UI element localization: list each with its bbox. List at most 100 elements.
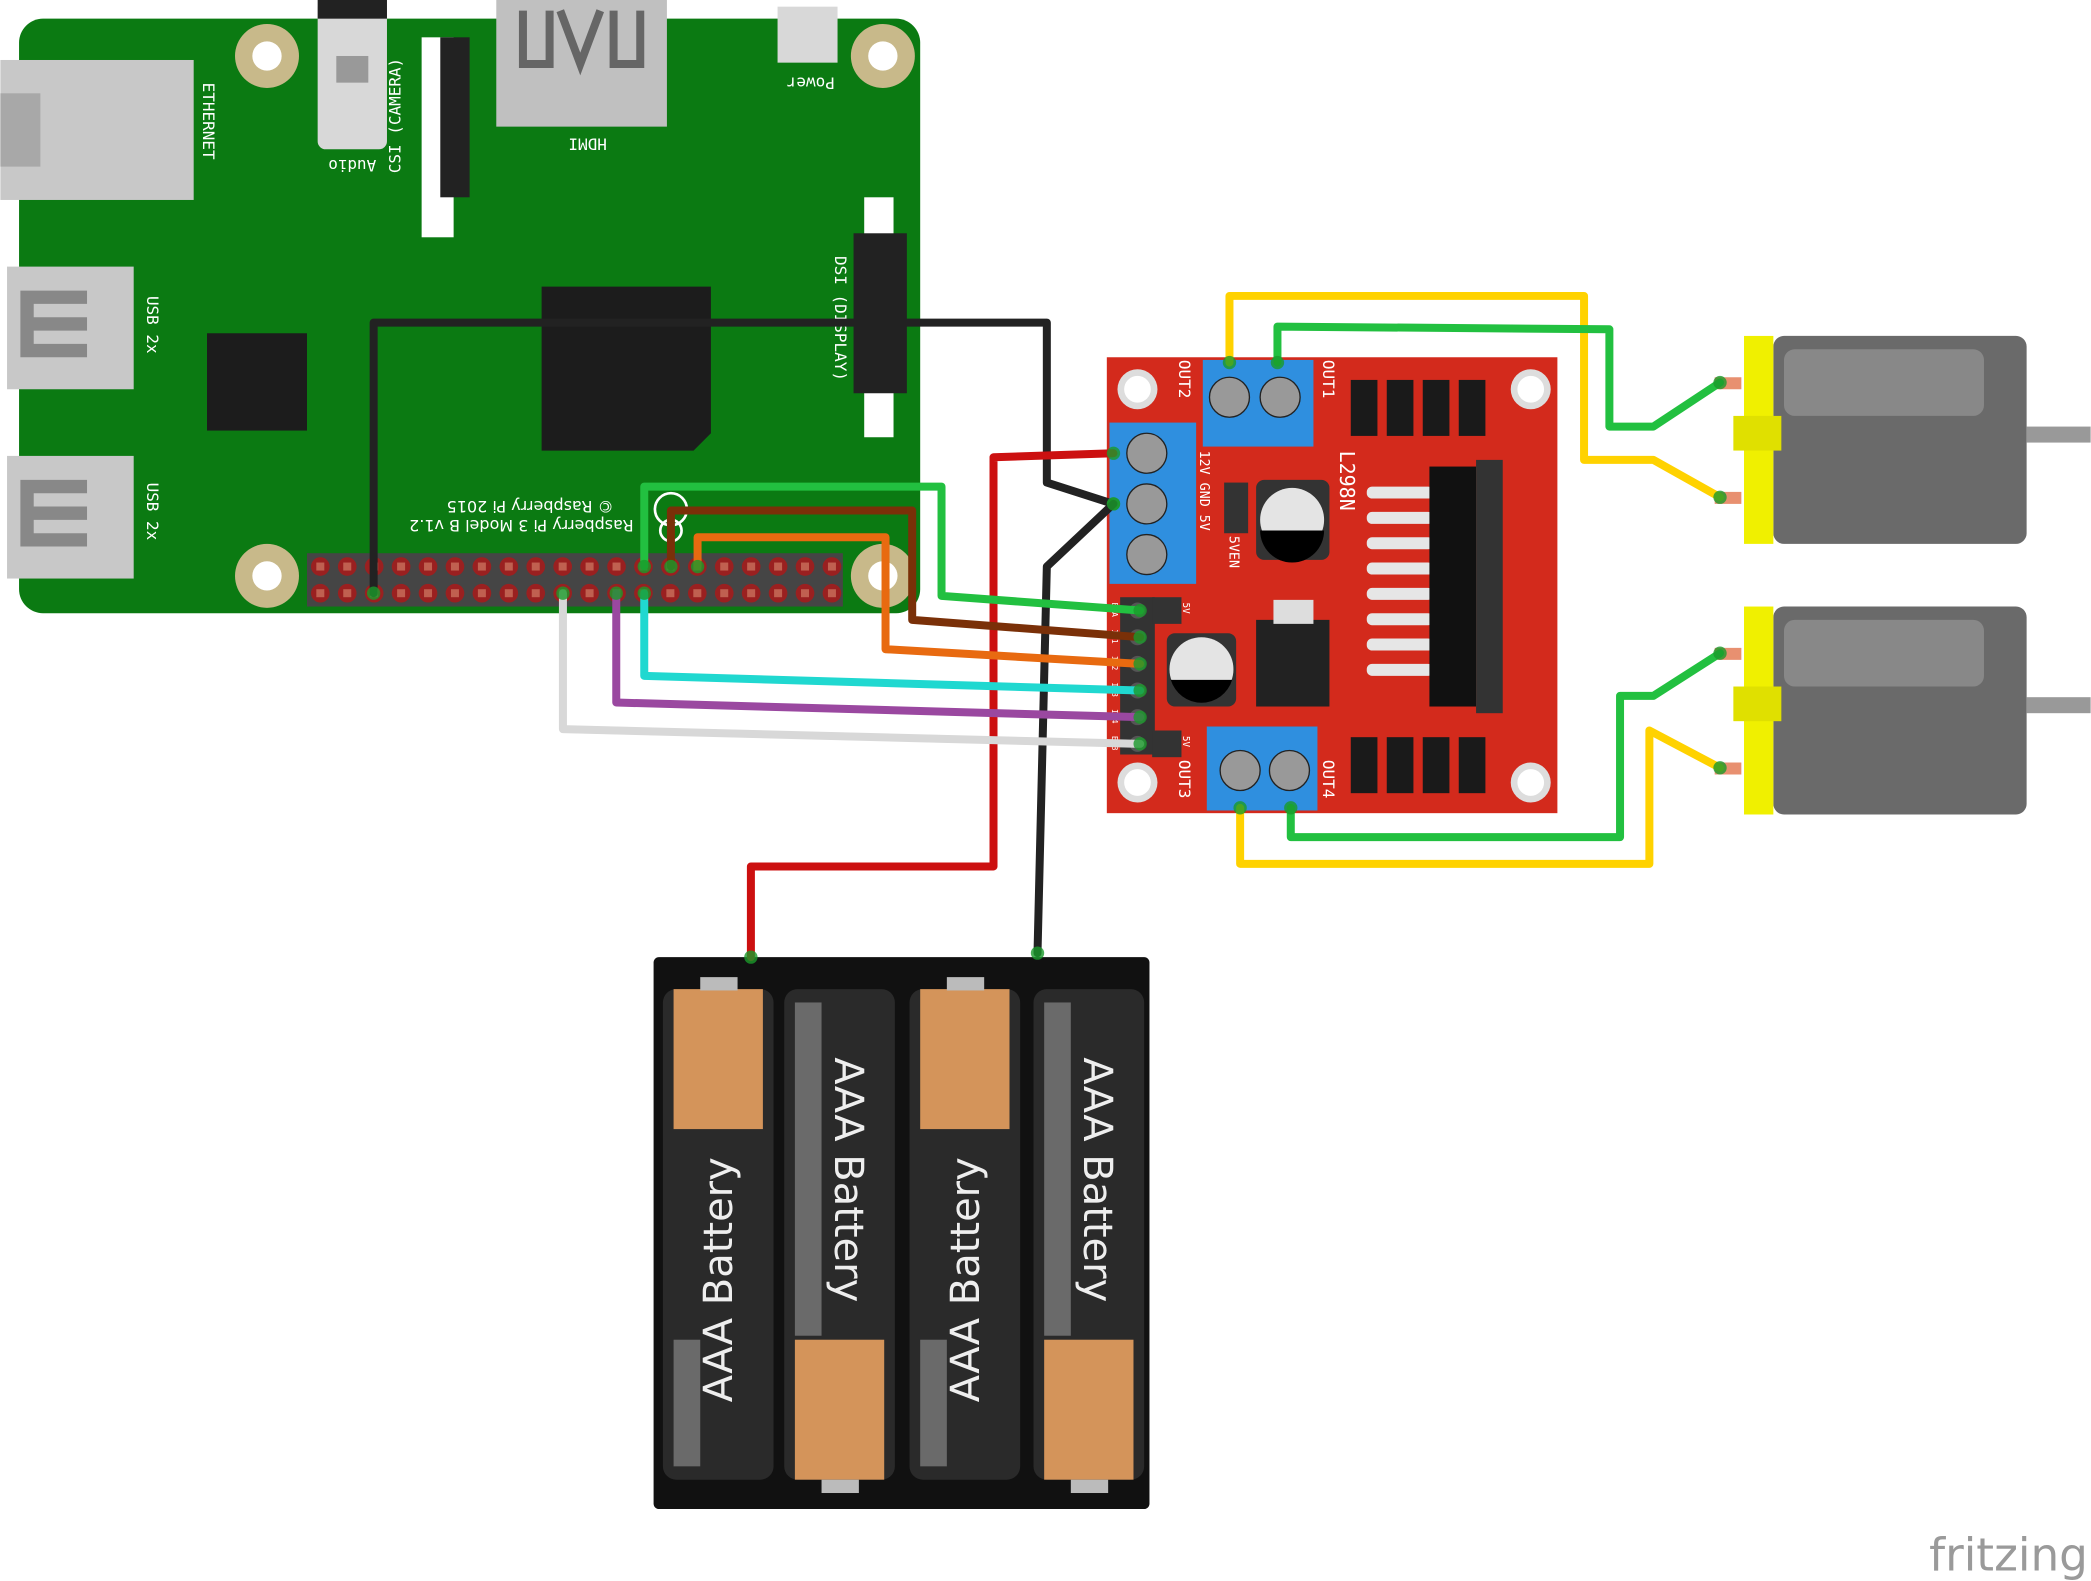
chip-leg (1366, 587, 1434, 600)
wire-endpoint[interactable] (1713, 761, 1727, 775)
usb-port (7, 266, 134, 390)
hdmi-label: HDMI (568, 135, 607, 154)
yellow-wire[interactable] (1236, 726, 1725, 868)
wire-endpoint[interactable] (1106, 497, 1121, 511)
gpio-pin-pad (612, 562, 621, 571)
wire-endpoint[interactable] (366, 586, 381, 600)
green-wire[interactable] (1273, 322, 1725, 431)
dc-motor (1714, 335, 2091, 544)
wire-endpoint[interactable] (1713, 490, 1727, 504)
brown-wire[interactable] (666, 506, 1145, 642)
wire-endpoint[interactable] (637, 559, 651, 574)
chip-leg (1366, 537, 1434, 550)
wire-endpoint[interactable] (1133, 737, 1147, 751)
dsi-connector (853, 197, 907, 438)
yellow-wire[interactable] (1225, 291, 1725, 502)
gpio-pin-pad (720, 589, 729, 598)
soc-chip (541, 286, 711, 451)
gpio-pin-pad (424, 589, 433, 598)
battery-terminal (1070, 1479, 1109, 1494)
jumper-5ven (1224, 482, 1249, 534)
wire-endpoint[interactable] (1133, 657, 1147, 671)
gpio-pin-pad (397, 562, 406, 571)
wire-endpoint[interactable] (744, 950, 758, 964)
green-wire[interactable] (640, 482, 1145, 615)
terminal-block-out1-out2 (1202, 359, 1314, 447)
gpio-pin-pad (801, 589, 810, 598)
wire-endpoint[interactable] (1133, 603, 1147, 618)
terminal-block-out3-out4 (1206, 726, 1318, 811)
dc-motor (1714, 606, 2091, 815)
battery-shade (1044, 1002, 1071, 1336)
wire-endpoint[interactable] (690, 559, 705, 574)
wire-endpoint[interactable] (1133, 630, 1147, 644)
terminal-block-power (1109, 422, 1197, 584)
chip-leg (1366, 511, 1434, 524)
hdmi-port (496, 0, 667, 127)
ethernet-label: ETHERNET (199, 83, 218, 160)
chip-leg (1366, 638, 1434, 651)
wire-endpoint[interactable] (1133, 710, 1147, 724)
battery-cap (1044, 1339, 1134, 1480)
capacitor (1256, 479, 1330, 563)
black-wire[interactable] (1033, 499, 1118, 958)
ethernet-port (0, 59, 194, 200)
wire-endpoint[interactable] (1713, 646, 1727, 660)
power-pins-label: 12V GND 5V (1196, 451, 1211, 531)
gpio-pin-pad (774, 589, 783, 598)
wire-endpoint[interactable] (1106, 446, 1121, 460)
gpio-pin-pad (477, 562, 486, 571)
gpio-pin-pad (316, 589, 325, 598)
wire-endpoint[interactable] (1284, 801, 1298, 815)
battery-shade (673, 1339, 701, 1467)
capacitor (1166, 633, 1237, 707)
dsi-label: DSI (DISPLAY) (831, 256, 850, 381)
5v-label: 5V (1180, 736, 1191, 748)
wire-endpoint[interactable] (609, 586, 623, 600)
wire-endpoint[interactable] (664, 559, 678, 574)
cyan-wire[interactable] (640, 589, 1145, 695)
out3-label: OUT3 (1175, 760, 1194, 799)
diode (1350, 379, 1486, 794)
usb-label: USB 2x (143, 483, 162, 541)
gpio-pin-pad (504, 562, 513, 571)
gpio-pin-pad (693, 589, 702, 598)
gpio-pin-pad (801, 562, 810, 571)
battery-terminal (946, 977, 985, 991)
chip-leg (1366, 663, 1434, 676)
gpio-pin-pad (720, 562, 729, 571)
battery-label: AAA Battery (696, 1157, 742, 1402)
gpio-pin-pad (477, 589, 486, 598)
black-wire[interactable] (369, 318, 1118, 598)
l298n-driver-board: L298N OUT1 OUT2 OUT3 OUT4 12V GND 5V 5VE… (1106, 357, 1558, 814)
battery-label: AAA Battery (825, 1057, 871, 1302)
gpio-pin-pad (585, 589, 594, 598)
battery-cap (673, 989, 763, 1130)
power-label: Power (786, 73, 834, 92)
raspberry-pi-board: ETHERNET USB 2x USB 2x Audio CSI (CAMERA… (0, 0, 921, 614)
wire-endpoint[interactable] (1030, 946, 1045, 960)
micro-usb-power (777, 6, 838, 63)
gpio-pin-pad (343, 562, 352, 571)
gpio-pin-pad (343, 589, 352, 598)
red-wire[interactable] (746, 449, 1118, 962)
gpio-pin-pad (397, 589, 406, 598)
white-wire[interactable] (558, 589, 1145, 748)
gpio-pin-pad (747, 562, 756, 571)
orange-wire[interactable] (693, 533, 1145, 668)
wire-endpoint[interactable] (1233, 801, 1247, 815)
wire-endpoint[interactable] (1713, 375, 1727, 390)
wire-endpoint[interactable] (637, 586, 651, 600)
wire-endpoint[interactable] (1270, 355, 1285, 370)
purple-wire[interactable] (612, 589, 1145, 722)
green-wire[interactable] (1286, 649, 1725, 842)
gpio-pin-pad (450, 562, 459, 571)
battery-cap (920, 989, 1010, 1130)
wire-endpoint[interactable] (1133, 683, 1147, 698)
logic-input-header (1120, 597, 1182, 758)
model-label: Raspberry Pi 3 Model B v1.2 (409, 516, 633, 535)
battery-terminal (821, 1479, 859, 1494)
wire-endpoint[interactable] (1222, 355, 1237, 370)
wire-endpoint[interactable] (556, 586, 570, 600)
